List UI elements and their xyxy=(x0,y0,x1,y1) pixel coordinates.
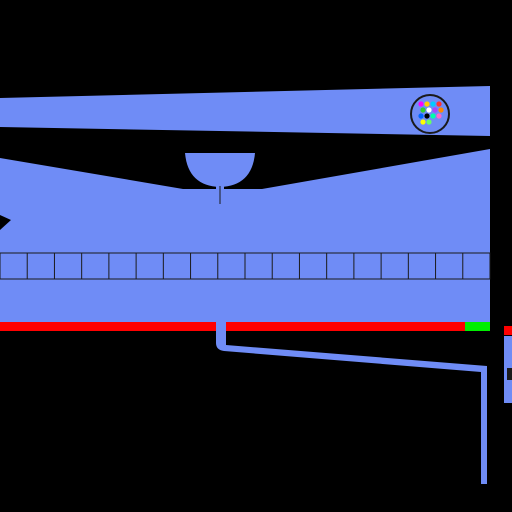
container-ring xyxy=(410,94,450,134)
red-bar-left xyxy=(0,322,216,331)
marble xyxy=(438,107,444,113)
green-indicator xyxy=(465,322,490,331)
track-row xyxy=(0,252,491,280)
status-bar xyxy=(0,322,512,335)
marble xyxy=(420,107,426,113)
marble-container-icon[interactable] xyxy=(410,94,450,134)
marble xyxy=(426,107,432,113)
launcher-icon[interactable] xyxy=(0,215,11,230)
marble xyxy=(436,113,442,119)
gate-notch xyxy=(507,368,512,380)
gate-icon[interactable] xyxy=(504,336,512,403)
marble xyxy=(426,119,432,125)
marble xyxy=(424,101,430,107)
marble xyxy=(432,107,438,113)
marble xyxy=(418,101,424,107)
red-bar-right xyxy=(226,322,465,331)
marble-cluster xyxy=(418,101,444,125)
marble xyxy=(430,113,436,119)
drain-pipe xyxy=(216,322,487,484)
marble xyxy=(424,113,430,119)
marble xyxy=(430,101,436,107)
marble xyxy=(418,113,424,119)
funnel-bowl xyxy=(185,153,255,187)
top-ramp xyxy=(0,86,490,136)
marble xyxy=(436,101,442,107)
funnel-icon xyxy=(185,153,255,204)
marble xyxy=(420,119,426,125)
red-bar-far xyxy=(504,326,512,335)
